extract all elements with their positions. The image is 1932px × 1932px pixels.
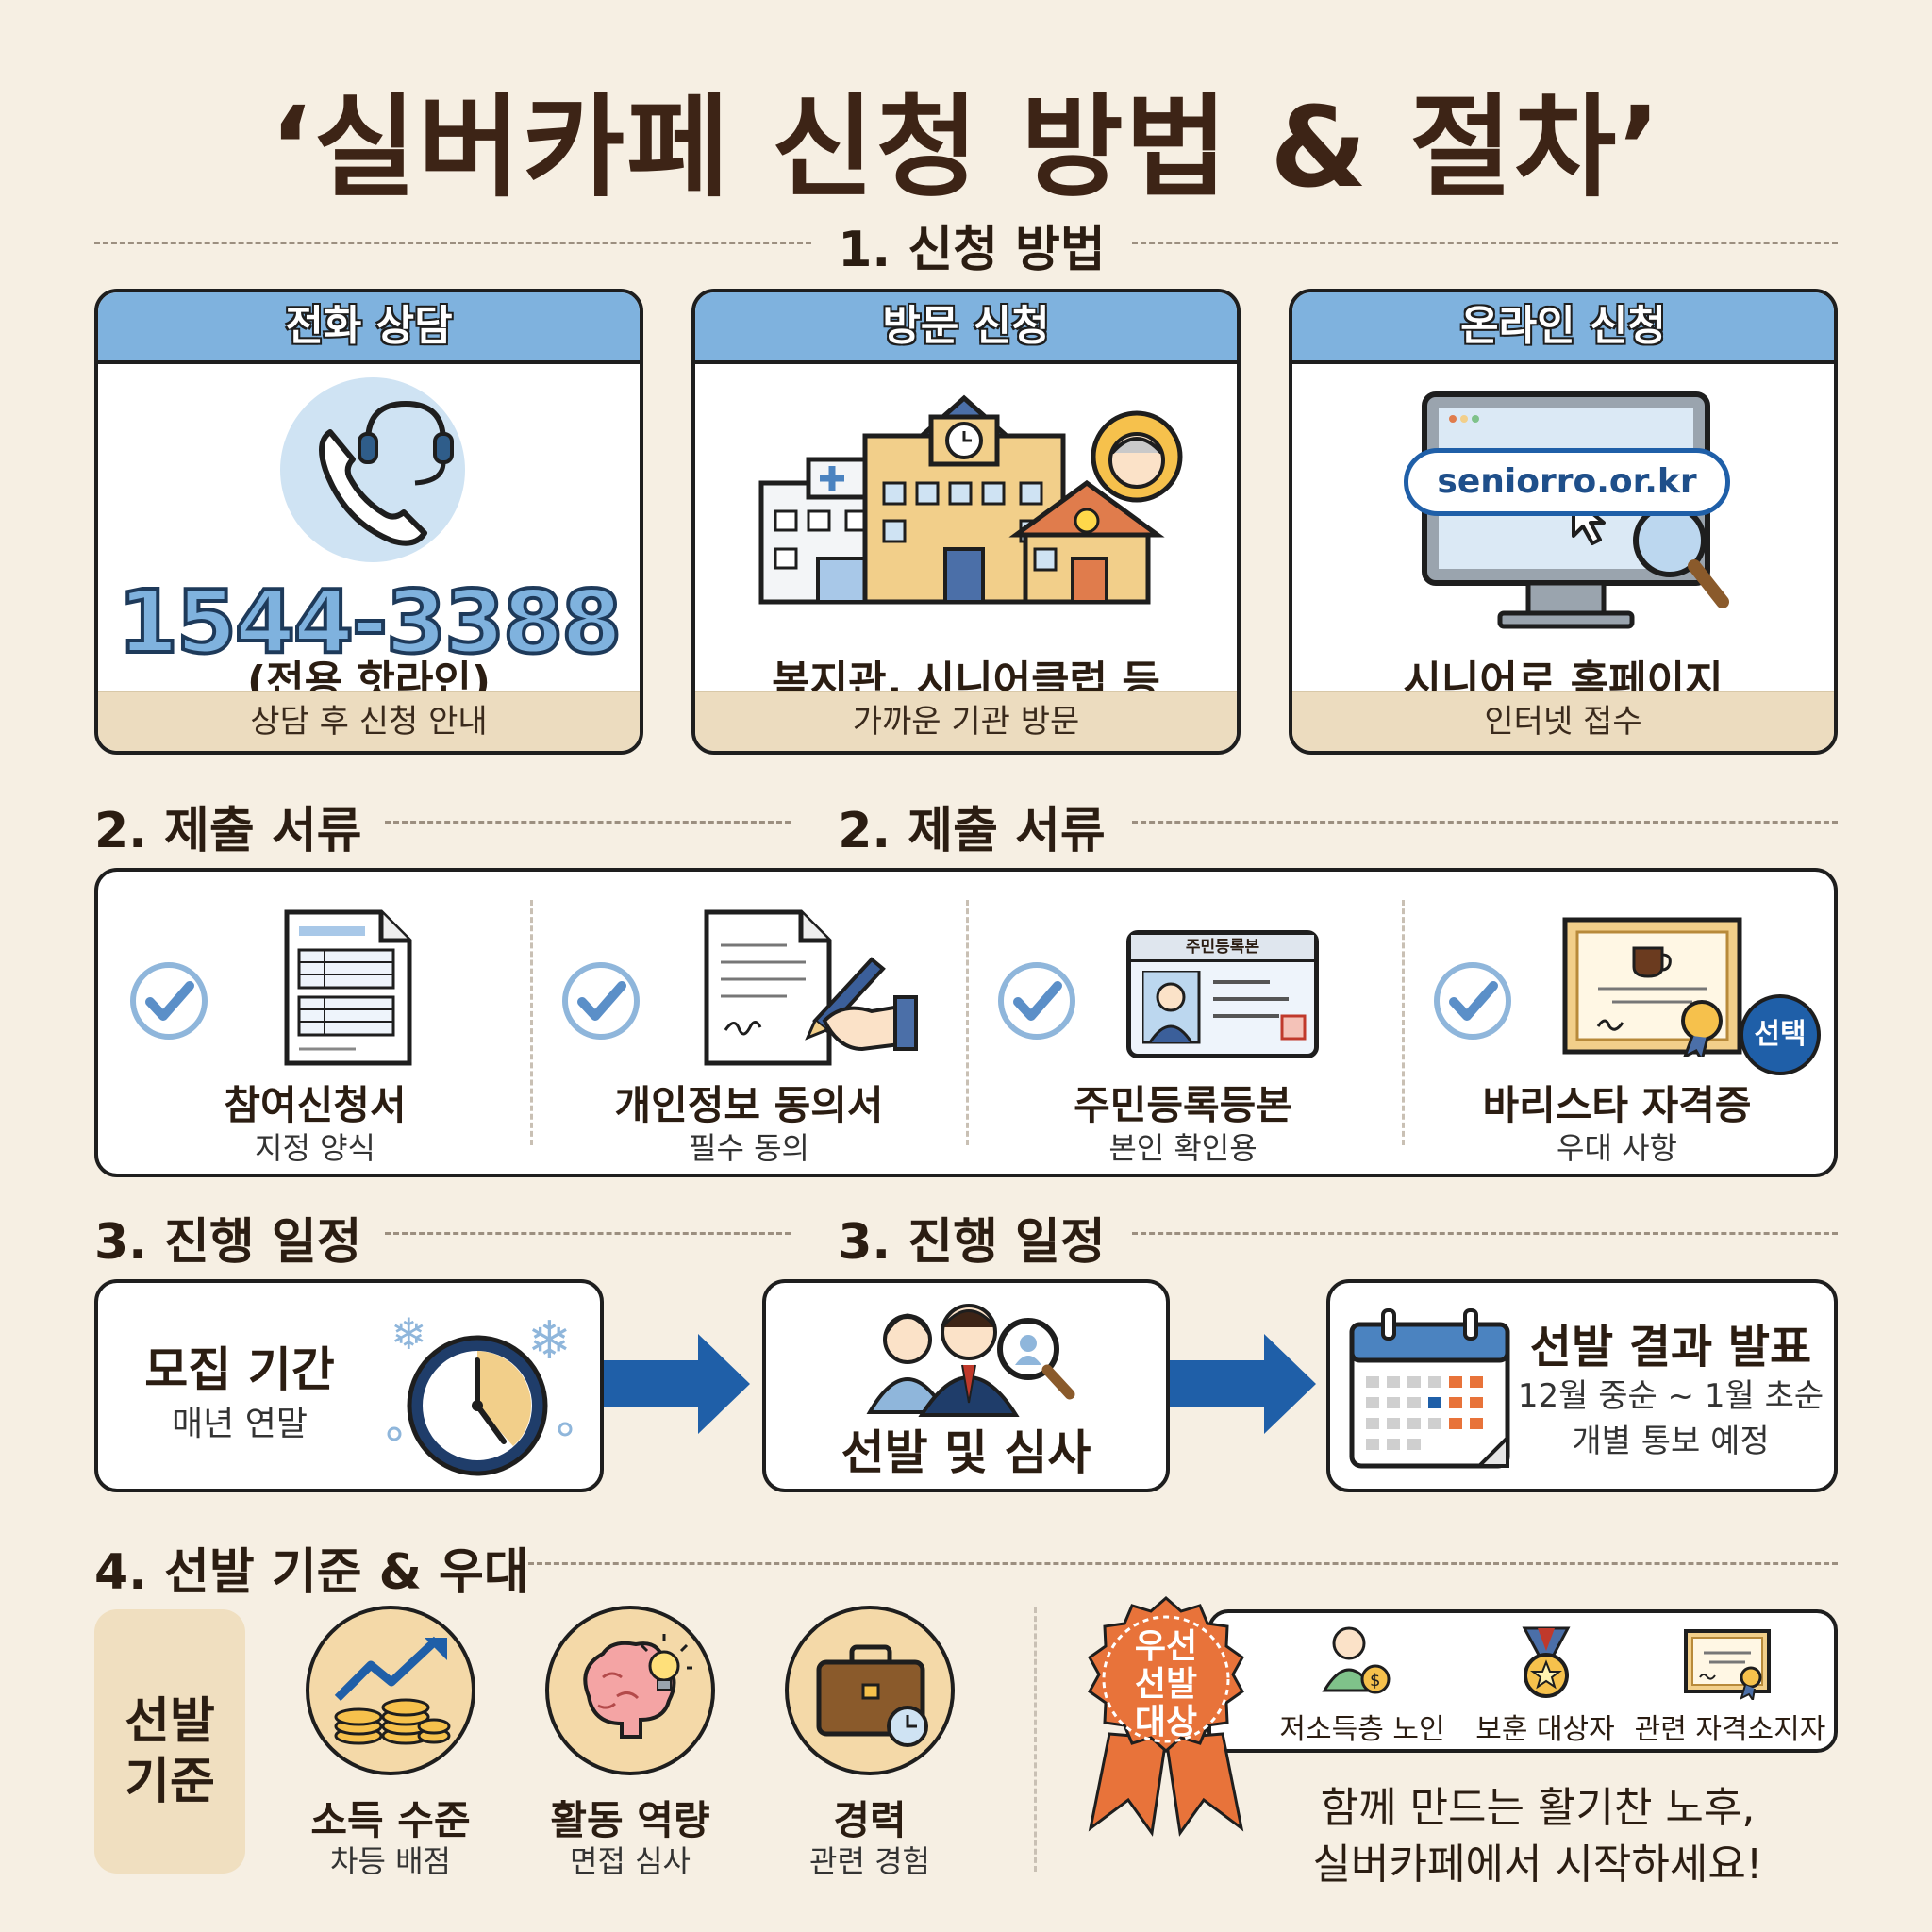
method-card-online: 온라인 신청 seniorro.or.kr 시니어로 홈페이지 인터넷 접수 — [1289, 289, 1838, 755]
divider — [1402, 900, 1405, 1145]
check-icon — [562, 962, 640, 1040]
divider — [1034, 1607, 1037, 1872]
criteria-label-box: 선발 기준 — [94, 1609, 245, 1874]
closing-line-1: 함께 만드는 활기찬 노후, — [1320, 1784, 1756, 1832]
document-sub: 본인 확인용 — [1108, 1130, 1257, 1166]
document-sub: 우대 사항 — [1557, 1130, 1677, 1166]
document-sub: 지정 양식 — [255, 1130, 375, 1166]
license-certificate-icon — [1684, 1629, 1771, 1700]
check-icon — [998, 962, 1075, 1040]
check-icon — [130, 962, 208, 1040]
medal-icon — [1522, 1626, 1571, 1698]
id-card-icon: 주민등록본 — [1126, 930, 1319, 1058]
divider — [385, 821, 791, 824]
method-card-phone: 전화 상담 1544-3388 (전용 핫라인) 상담 후 신청 안내 — [94, 289, 643, 755]
id-card-title: 주민등록본 — [1131, 935, 1314, 962]
schedule-title: 선발 결과 발표 — [1529, 1321, 1812, 1374]
check-icon — [1434, 962, 1511, 1040]
section-title-schedule-center: 3. 진행 일정 — [838, 1214, 1106, 1271]
priority-badge-line: 선발 — [1134, 1665, 1198, 1704]
brain-bulb-icon — [583, 1634, 692, 1739]
priority-badge-line: 대상 — [1134, 1703, 1198, 1741]
svg-text:$: $ — [1370, 1671, 1380, 1690]
section-title-schedule: 3. 진행 일정 — [94, 1214, 362, 1271]
criterion-label: 경력 — [833, 1797, 907, 1843]
certificate-icon — [1562, 917, 1742, 1057]
divider — [94, 242, 811, 244]
divider — [966, 900, 969, 1145]
arrow-right-icon — [604, 1334, 750, 1434]
income-circle — [306, 1606, 475, 1775]
priority-badge-text: 우선 선발 대상 — [1072, 1628, 1260, 1741]
schedule-sub: 매년 연말 — [172, 1405, 308, 1443]
arrow-right-icon — [1170, 1334, 1316, 1434]
svg-text:❄: ❄ — [527, 1310, 572, 1372]
application-form-icon — [284, 909, 412, 1066]
section-title-criteria: 4. 선발 기준 & 우대 — [94, 1544, 529, 1601]
divider — [530, 900, 533, 1145]
schedule-card-recruit: 모집 기간 매년 연말 ❄ ❄ — [94, 1279, 604, 1492]
method-card-header: 온라인 신청 — [1292, 292, 1834, 364]
method-card-header: 방문 신청 — [695, 292, 1237, 364]
method-card-footer: 가까운 기관 방문 — [695, 691, 1237, 751]
priority-badge-line: 우선 — [1134, 1627, 1198, 1666]
svg-text:❄: ❄ — [391, 1308, 427, 1359]
id-photo-icon — [1142, 971, 1307, 1044]
criterion-sub: 차등 배점 — [330, 1843, 451, 1879]
criterion-sub: 관련 경험 — [809, 1843, 930, 1879]
criteria-label: 선발 — [125, 1693, 215, 1750]
priority-rosette-icon — [1088, 1596, 1244, 1837]
method-card-footer: 상담 후 신청 안내 — [98, 691, 640, 751]
divider — [385, 1232, 791, 1235]
clock-icon: ❄ ❄ — [387, 1308, 573, 1476]
document-sub: 필수 동의 — [689, 1130, 809, 1166]
document-label: 참여신청서 — [224, 1082, 407, 1128]
website-url: seniorro.or.kr — [1404, 448, 1730, 516]
documents-panel: 참여신청서 지정 양식 개인정보 동의서 필수 동의 주민등록본 주민등록등본 … — [94, 868, 1838, 1177]
schedule-card-selection: 선발 및 심사 — [762, 1279, 1170, 1492]
divider — [1132, 821, 1838, 824]
priority-item: 관련 자격소지자 — [1634, 1713, 1826, 1746]
low-income-senior-icon: $ — [1322, 1626, 1391, 1694]
schedule-card-announce: 선발 결과 발표 12월 중순 ~ 1월 초순 개별 통보 예정 — [1326, 1279, 1838, 1492]
income-chart-icon — [334, 1636, 451, 1745]
building-icon — [758, 394, 1183, 605]
page-title: ‘실버카페 신청 방법 & 절차’ — [269, 82, 1663, 212]
section-title-method: 1. 신청 방법 — [838, 222, 1106, 278]
divider — [1132, 1232, 1838, 1235]
capability-circle — [545, 1606, 715, 1775]
section-title-docs: 2. 제출 서류 — [94, 803, 362, 859]
method-card-footer: 인터넷 접수 — [1292, 691, 1834, 751]
criterion-label: 활동 역량 — [550, 1797, 710, 1843]
announce-period: 12월 중순 ~ 1월 초순 — [1517, 1377, 1824, 1415]
priority-item: 저소득층 노인 — [1279, 1713, 1445, 1746]
method-card-visit: 방문 신청 복지관, 시니어클럽 등 가까운 기관 방문 — [691, 289, 1241, 755]
phone-headset-icon — [280, 377, 465, 562]
announce-method: 개별 통보 예정 — [1572, 1423, 1770, 1460]
priority-panel: $ 저소득층 노인 보훈 대상자 관련 자격소지자 — [1208, 1609, 1838, 1753]
schedule-title: 모집 기간 — [144, 1342, 335, 1397]
schedule-title: 선발 및 심사 — [841, 1425, 1091, 1480]
priority-item: 보훈 대상자 — [1475, 1713, 1615, 1746]
experience-circle — [785, 1606, 955, 1775]
method-card-header: 전화 상담 — [98, 292, 640, 364]
calendar-icon — [1349, 1308, 1510, 1469]
section-title-docs-center: 2. 제출 서류 — [838, 803, 1106, 859]
briefcase-clock-icon — [816, 1644, 928, 1747]
optional-badge: 선택 — [1740, 994, 1821, 1075]
criterion-label: 소득 수준 — [310, 1797, 471, 1843]
criterion-sub: 면접 심사 — [570, 1843, 691, 1879]
consent-form-signing-icon — [704, 909, 918, 1066]
document-label: 바리스타 자격증 — [1482, 1082, 1752, 1128]
document-label: 주민등록등본 — [1074, 1082, 1292, 1128]
criteria-label: 기준 — [125, 1754, 215, 1810]
hotline-number: 1544-3388 — [116, 570, 624, 675]
divider — [1132, 242, 1838, 244]
document-label: 개인정보 동의서 — [614, 1082, 884, 1128]
closing-line-2: 실버카페에서 시작하세요! — [1312, 1840, 1763, 1889]
divider — [528, 1562, 1838, 1565]
people-search-icon — [866, 1304, 1075, 1417]
